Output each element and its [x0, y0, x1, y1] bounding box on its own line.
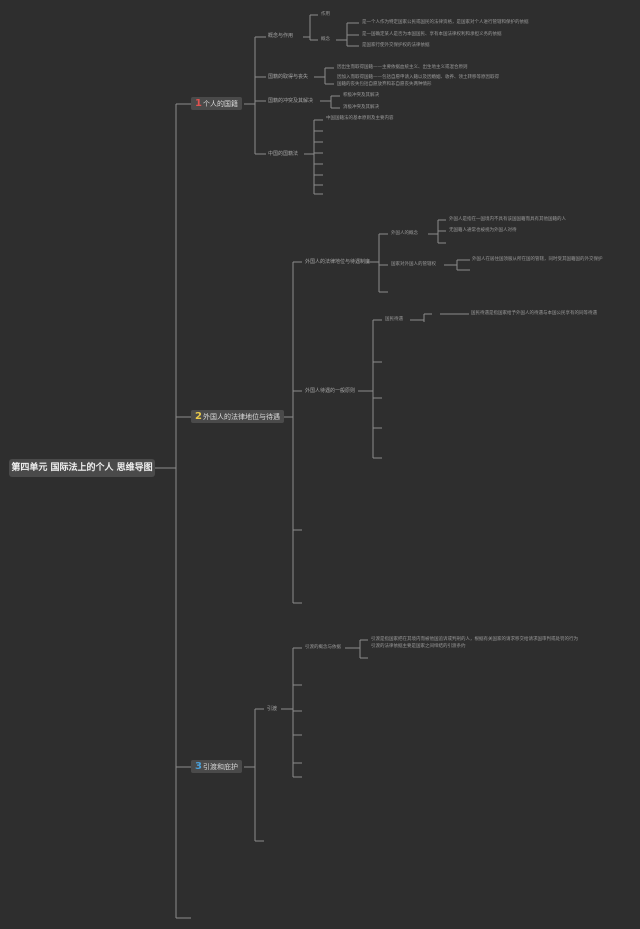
conflict-note: 消极冲突及其解决: [343, 105, 379, 110]
connector-branch2: [284, 261, 302, 604]
branch-nationality[interactable]: 1个人的国籍: [191, 97, 242, 110]
topic-status-system[interactable]: 外国人的法律地位与待遇制度: [305, 259, 371, 265]
acquisition-note: 国籍的丧失包括自愿放弃和非自愿丧失两种情形: [337, 82, 432, 87]
status-note: 外国人是指在一国境内不具有该国国籍而具有其他国籍的人: [449, 217, 566, 222]
connector-china: [304, 119, 323, 195]
connector-national-treatment: [410, 313, 469, 322]
connector-status-notes-2: [444, 259, 470, 271]
connector-extradition-notes: [345, 639, 368, 659]
principle-note: 国民待遇是指国家给予外国人的待遇与本国公民享有的同等待遇: [471, 311, 597, 316]
connector-concept: [303, 14, 318, 41]
connector-status: [366, 233, 388, 293]
topic-treatment-principles[interactable]: 外国人待遇的一般原则: [305, 388, 356, 394]
status-item[interactable]: 国家对外国人的管辖权: [391, 262, 436, 267]
topic-extradition[interactable]: 引渡: [267, 706, 278, 712]
china-note: 中国国籍法的基本原则及主要内容: [326, 116, 394, 121]
connector-trunk: [155, 103, 191, 919]
topic-china-law[interactable]: 中国的国籍法: [268, 151, 299, 157]
topic-concept[interactable]: 概念与作用: [268, 33, 294, 39]
connector-conflict: [320, 95, 340, 109]
conflict-note: 积极冲突及其解决: [343, 93, 379, 98]
concept-note: 是一国确定某人是否为本国国民、享有本国法律权利和承担义务的依据: [362, 32, 502, 37]
connector-concept-notes: [336, 22, 359, 47]
connector-acquisition: [314, 67, 334, 85]
concept-note: 是国家行使外交保护权的法律依据: [362, 43, 430, 48]
concept-item[interactable]: 作用: [321, 12, 330, 17]
status-item[interactable]: 外国人的概念: [391, 231, 418, 236]
branch-label: 引渡和庇护: [202, 763, 238, 771]
connector-status-notes-1: [428, 219, 446, 244]
status-note: 外国人在居住国须服从所在国的管辖，同时受其国籍国的外交保护: [472, 257, 603, 262]
principle-item[interactable]: 国民待遇: [385, 317, 403, 322]
connector-extradition: [281, 647, 302, 778]
branch-alien-status[interactable]: 2外国人的法律地位与待遇: [191, 410, 284, 423]
connector-branch3: [244, 708, 264, 842]
status-note: 无国籍人通常也被视为外国人对待: [449, 228, 517, 233]
branch-number: 3: [195, 761, 202, 772]
acquisition-note: 因出生而取得国籍——主要依据血统主义、出生地主义或混合原则: [337, 65, 468, 70]
concept-note: 是一个人作为特定国家公民或国民的法律资格，是国家对个人进行管辖和保护的依据: [362, 20, 529, 25]
extradition-note: 引渡的法律依据主要是国家之间缔结的引渡条约: [371, 644, 466, 649]
connector-branch1: [244, 36, 266, 155]
branch-extradition-asylum[interactable]: 3引渡和庇护: [191, 760, 242, 773]
topic-conflict[interactable]: 国籍的冲突及其解决: [268, 98, 314, 104]
connector-principles: [358, 319, 382, 459]
branch-number: 2: [195, 411, 202, 422]
concept-item[interactable]: 概念: [321, 37, 330, 42]
branch-label: 个人的国籍: [202, 100, 238, 108]
branch-label: 外国人的法律地位与待遇: [202, 413, 280, 421]
acquisition-note: 因加入而取得国籍——包括自愿申请入籍以及因婚姻、收养、领土转移等原因取得: [337, 75, 499, 80]
extradition-note: 引渡是指国家把在其境内而被他国追诉或判刑的人，根据有关国家的请求移交给请求国审判…: [371, 637, 578, 642]
branch-number: 1: [195, 98, 202, 109]
root-node[interactable]: 第四单元 国际法上的个人 思维导图: [9, 459, 155, 477]
topic-acquisition[interactable]: 国籍的取得与丧失: [268, 74, 309, 80]
extradition-item[interactable]: 引渡的概念与依据: [305, 645, 341, 650]
